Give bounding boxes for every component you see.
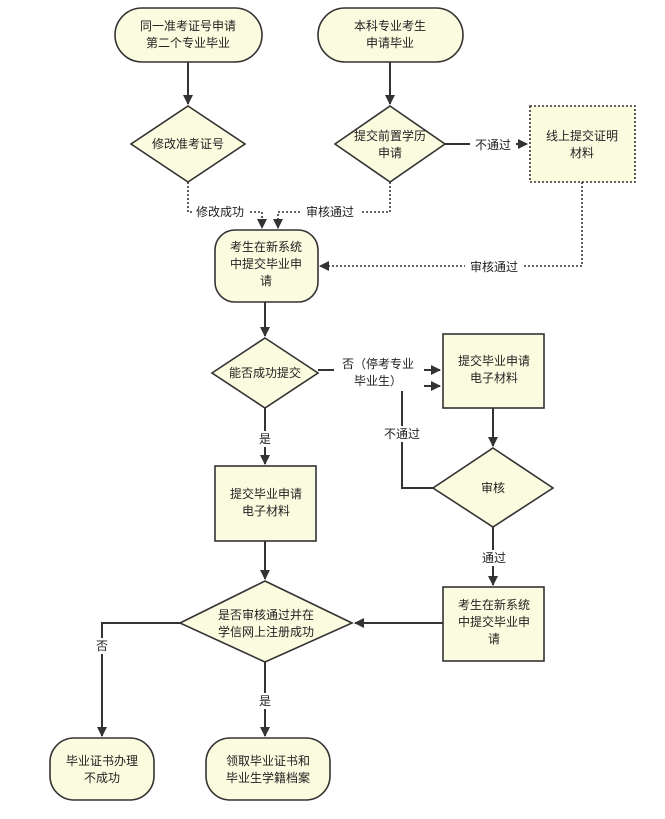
node-new-system-2: 考生在新系统 中提交毕业申 请 — [442, 586, 545, 662]
edge-decision-no — [97, 622, 180, 737]
label-modify-ok: 修改成功 — [196, 204, 244, 219]
node-new-system-2-line1: 考生在新系统 — [458, 597, 530, 612]
node-receive-line1: 领取毕业证书和 — [226, 754, 310, 768]
node-modify-ticket: 修改准考证号 — [129, 105, 247, 183]
node-receive-line2: 毕业生学籍档案 — [226, 770, 310, 785]
node-new-system-2-line2: 中提交毕业申 — [458, 614, 530, 629]
node-can-submit: 能否成功提交 — [210, 337, 320, 409]
label-fail-pass: 不通过 — [475, 138, 511, 152]
node-submit-emat-right-line1: 提交毕业申请 — [458, 353, 530, 368]
node-undergrad-line2: 申请毕业 — [366, 36, 414, 50]
node-online-proof: 线上提交证明 材料 — [529, 105, 636, 183]
node-same-ticket-line1: 同一准考证号申请 — [140, 19, 236, 33]
node-approved-registered: 是否审核通过并在 学信网上注册成功 — [178, 580, 354, 663]
node-submit-prior-line2: 申请 — [378, 146, 402, 160]
node-undergrad-line1: 本科专业考生 — [354, 18, 426, 33]
node-modify-ticket-line1: 修改准考证号 — [152, 136, 224, 151]
node-approved-registered-line1: 是否审核通过并在 — [218, 607, 314, 622]
label-review-ok-right: 审核通过 — [470, 259, 518, 274]
label-pass: 通过 — [482, 551, 506, 565]
node-submit-emat-left-line2: 电子材料 — [242, 504, 290, 518]
label-yes-final: 是 — [259, 694, 271, 708]
label-no-stop-2: 毕业生） — [354, 374, 402, 388]
node-online-proof-line1: 线上提交证明 — [546, 128, 618, 143]
node-new-system-2-line3: 请 — [488, 632, 500, 646]
node-approved-registered-line2: 学信网上注册成功 — [218, 624, 314, 639]
node-submit-emat-left: 提交毕业申请 电子材料 — [214, 465, 317, 542]
label-no-final: 否 — [96, 639, 108, 653]
node-receive: 领取毕业证书和 毕业生学籍档案 — [205, 737, 331, 801]
node-submit-emat-left-line1: 提交毕业申请 — [230, 486, 302, 501]
node-submit-prior-line1: 提交前置学历 — [354, 128, 426, 143]
node-submit-prior: 提交前置学历 申请 — [333, 105, 447, 183]
node-review: 审核 — [431, 447, 555, 528]
edge-modify-to-newsys — [187, 182, 267, 229]
node-submit-emat-right: 提交毕业申请 电子材料 — [442, 333, 545, 409]
node-fail-line2: 不成功 — [84, 771, 120, 785]
label-yes-mid: 是 — [259, 432, 271, 446]
label-review-ok-top: 审核通过 — [306, 204, 354, 219]
edge-online-to-newsys — [319, 182, 583, 271]
label-review-fail: 不通过 — [384, 427, 420, 441]
node-submit-emat-right-line2: 电子材料 — [470, 371, 518, 385]
node-fail: 毕业证书办理 不成功 — [49, 737, 155, 801]
node-new-system-1-line1: 考生在新系统 — [230, 239, 302, 254]
node-same-ticket-line2: 第二个专业毕业 — [146, 35, 230, 50]
node-fail-line1: 毕业证书办理 — [66, 753, 138, 768]
edge-labels: 不通过 修改成功 审核通过 审核通过 否（停考专业 毕业生） 不通过 是 通过 … — [94, 135, 523, 709]
node-review-line1: 审核 — [481, 480, 505, 495]
node-new-system-1: 考生在新系统 中提交毕业申 请 — [214, 229, 319, 303]
node-same-ticket: 同一准考证号申请 第二个专业毕业 — [114, 7, 263, 63]
node-new-system-1-line3: 请 — [260, 274, 272, 288]
node-undergrad: 本科专业考生 申请毕业 — [317, 7, 464, 63]
label-no-stop-1: 否（停考专业 — [342, 356, 414, 371]
node-new-system-1-line2: 中提交毕业申 — [230, 256, 302, 271]
node-can-submit-line1: 能否成功提交 — [229, 365, 301, 380]
node-online-proof-line2: 材料 — [570, 146, 594, 160]
